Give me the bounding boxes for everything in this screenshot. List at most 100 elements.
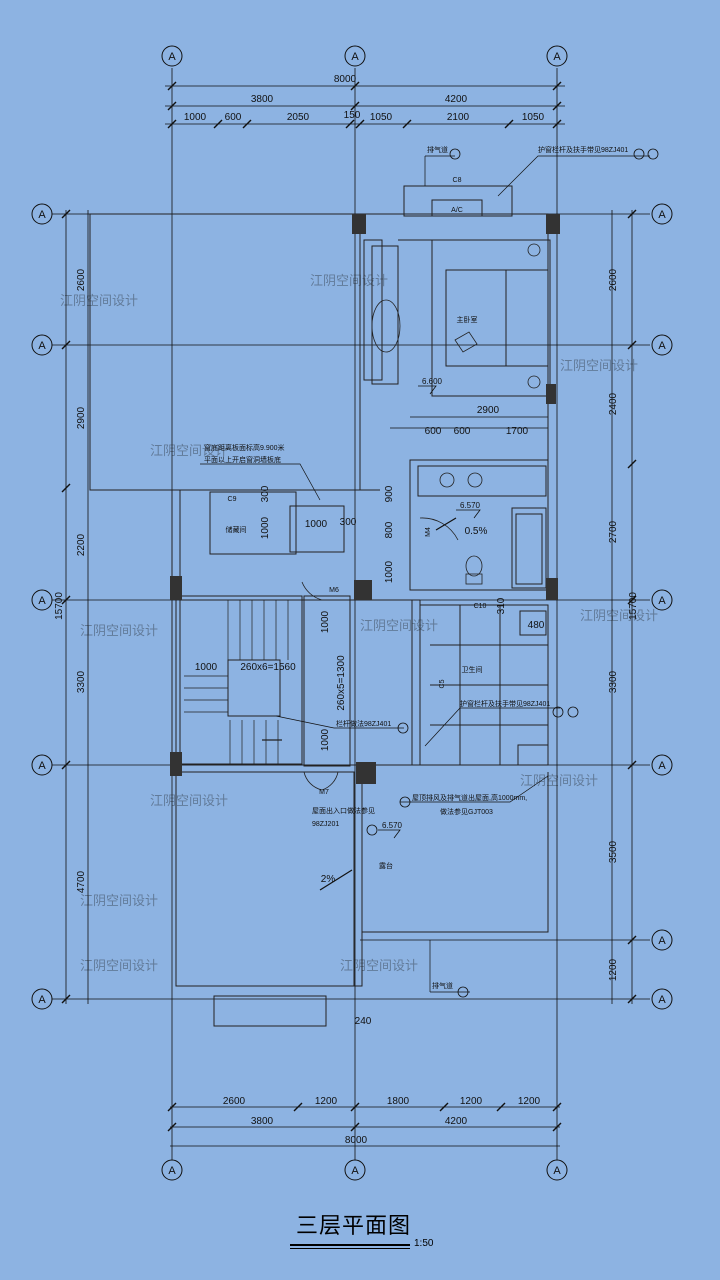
note-rail1: 护窗栏杆及扶手带见98ZJ401 xyxy=(538,145,628,154)
room-bedroom: 主卧室 xyxy=(457,315,478,324)
dim-top-l3: 1050 xyxy=(522,112,545,123)
axis-label-top: A xyxy=(168,51,176,63)
axis-label-left: A xyxy=(38,595,46,607)
dim-right: 3300 xyxy=(608,670,619,693)
dimension-lines xyxy=(61,81,637,1147)
dim-bottom-l1: 1200 xyxy=(460,1096,483,1107)
axis-label-right: A xyxy=(658,209,666,221)
title-block: 三层平面图 1:50 xyxy=(0,1208,720,1268)
note-entrance: 屋面出入口做法参见 xyxy=(312,806,375,815)
dim-interior: 300 xyxy=(340,517,357,528)
dim-interior: 1000 xyxy=(384,560,395,583)
slope-2: 2% xyxy=(321,874,336,885)
dim-right: 2400 xyxy=(608,392,619,415)
dim-stair-h: 260x6=1560 xyxy=(240,662,296,673)
dim-left: 2900 xyxy=(76,406,87,429)
axis-label-right: A xyxy=(658,760,666,772)
dim-left: 4700 xyxy=(76,870,87,893)
note-rail2: 护窗栏杆及扶手带见98ZJ401 xyxy=(460,699,550,708)
dim-bottom-l1: 1200 xyxy=(518,1096,541,1107)
label-m6: M6 xyxy=(329,587,339,594)
dim-right-total: 15700 xyxy=(628,592,639,620)
dim-top-l3: 2050 xyxy=(287,112,310,123)
watermark: 江阴空间设计 xyxy=(580,608,658,623)
watermark: 江阴空间设计 xyxy=(520,773,598,788)
dim-right: 2600 xyxy=(608,268,619,291)
annotation-notes: 护窗栏杆及扶手带见98ZJ401 护窗栏杆及扶手带见98ZJ401 栏杆做法98… xyxy=(204,145,628,990)
dim-bottom-l1: 1200 xyxy=(315,1096,338,1107)
note-window: 窗底距离板面标高9.900米 xyxy=(204,443,285,452)
dim-interior: 310 xyxy=(496,597,507,614)
dim-top-l3: 150 xyxy=(344,110,361,121)
dim-top-l2: 4200 xyxy=(445,94,468,105)
room-labels: A/C C8 C9 C10 C5 M4 M6 M7 主卧室 储藏间 露台 卫生间 xyxy=(226,177,487,870)
axis-label-left: A xyxy=(38,994,46,1006)
slope-05: 0.5% xyxy=(465,526,488,537)
dim-left: 2600 xyxy=(76,268,87,291)
watermark: 江阴空间设计 xyxy=(80,893,158,908)
dim-interior: 1000 xyxy=(320,610,331,633)
label-ac: A/C xyxy=(451,207,463,214)
axis-label-right: A xyxy=(658,935,666,947)
index-symbols xyxy=(366,148,659,998)
note-vent: 屋顶排风及排气道出屋面,高1000mm, xyxy=(412,793,527,802)
label-c9: C9 xyxy=(228,496,237,503)
axis-label-bottom: A xyxy=(351,1165,359,1177)
axis-label-right: A xyxy=(658,595,666,607)
dim-bath-row: 600 xyxy=(454,426,471,437)
dim-top-l3: 2100 xyxy=(447,112,470,123)
dim-right: 2700 xyxy=(608,520,619,543)
dim-interior: 300 xyxy=(260,485,271,502)
axis-label-bottom: A xyxy=(168,1165,176,1177)
level-symbols xyxy=(319,385,481,891)
plan-scale: 1:50 xyxy=(414,1238,434,1249)
axis-marker-labels: A A A A A A A A A A A A A A A A A xyxy=(38,51,666,1177)
leader-lines xyxy=(200,155,650,993)
dim-bottom-total: 8000 xyxy=(345,1135,368,1146)
label-m7: M7 xyxy=(319,789,329,796)
axis-label-top: A xyxy=(553,51,561,63)
axis-label-left: A xyxy=(38,209,46,221)
dim-interior: 240 xyxy=(355,1016,372,1027)
title-underline-thin xyxy=(290,1248,410,1249)
axis-label-top: A xyxy=(351,51,359,63)
dim-bottom-l1: 1800 xyxy=(387,1096,410,1107)
dim-right: 3500 xyxy=(608,840,619,863)
note-drain2: 排气道 xyxy=(432,981,453,990)
label-m4: M4 xyxy=(425,527,432,537)
dimension-texts: 8000 3800 4200 1000 600 2050 150 1050 21… xyxy=(54,74,639,1146)
dim-bottom-l1: 2600 xyxy=(223,1096,246,1107)
dim-top-l2: 3800 xyxy=(251,94,274,105)
axis-label-right: A xyxy=(658,340,666,352)
dim-bath-row: 1700 xyxy=(506,426,529,437)
dim-stair-v: 260x5=1300 xyxy=(336,655,347,711)
watermark: 江阴空间设计 xyxy=(150,443,228,458)
fixtures xyxy=(301,243,541,791)
axis-markers xyxy=(31,45,673,1181)
dim-top-l3: 600 xyxy=(225,112,242,123)
plan-title: 三层平面图 xyxy=(296,1213,412,1238)
dim-top-total: 8000 xyxy=(334,74,357,85)
watermark: 江阴空间设计 xyxy=(560,358,638,373)
axis-label-bottom: A xyxy=(553,1165,561,1177)
watermark: 江阴空间设计 xyxy=(310,273,388,288)
title-underline xyxy=(290,1244,410,1246)
dim-top-l3: 1000 xyxy=(184,112,207,123)
room-terrace: 露台 xyxy=(379,861,393,870)
note-window2: 平面以上开启窗洞墙板底 xyxy=(204,455,281,464)
axis-label-left: A xyxy=(38,340,46,352)
note-entrance2: 98ZJ201 xyxy=(312,821,339,828)
dim-interior: 1000 xyxy=(305,519,328,530)
note-vent2: 做法参见GJT003 xyxy=(440,807,493,816)
dim-interior: 1000 xyxy=(260,516,271,539)
room-storage: 储藏间 xyxy=(226,525,247,534)
note-drain: 排气道 xyxy=(427,145,448,154)
room-bath: 卫生间 xyxy=(462,665,483,674)
axis-label-left: A xyxy=(38,760,46,772)
dim-stair-1000: 1000 xyxy=(195,662,218,673)
grid-lines xyxy=(52,68,650,1160)
dim-bottom-l2: 4200 xyxy=(445,1116,468,1127)
stairs xyxy=(184,600,289,764)
dim-left-total: 15700 xyxy=(54,592,65,620)
